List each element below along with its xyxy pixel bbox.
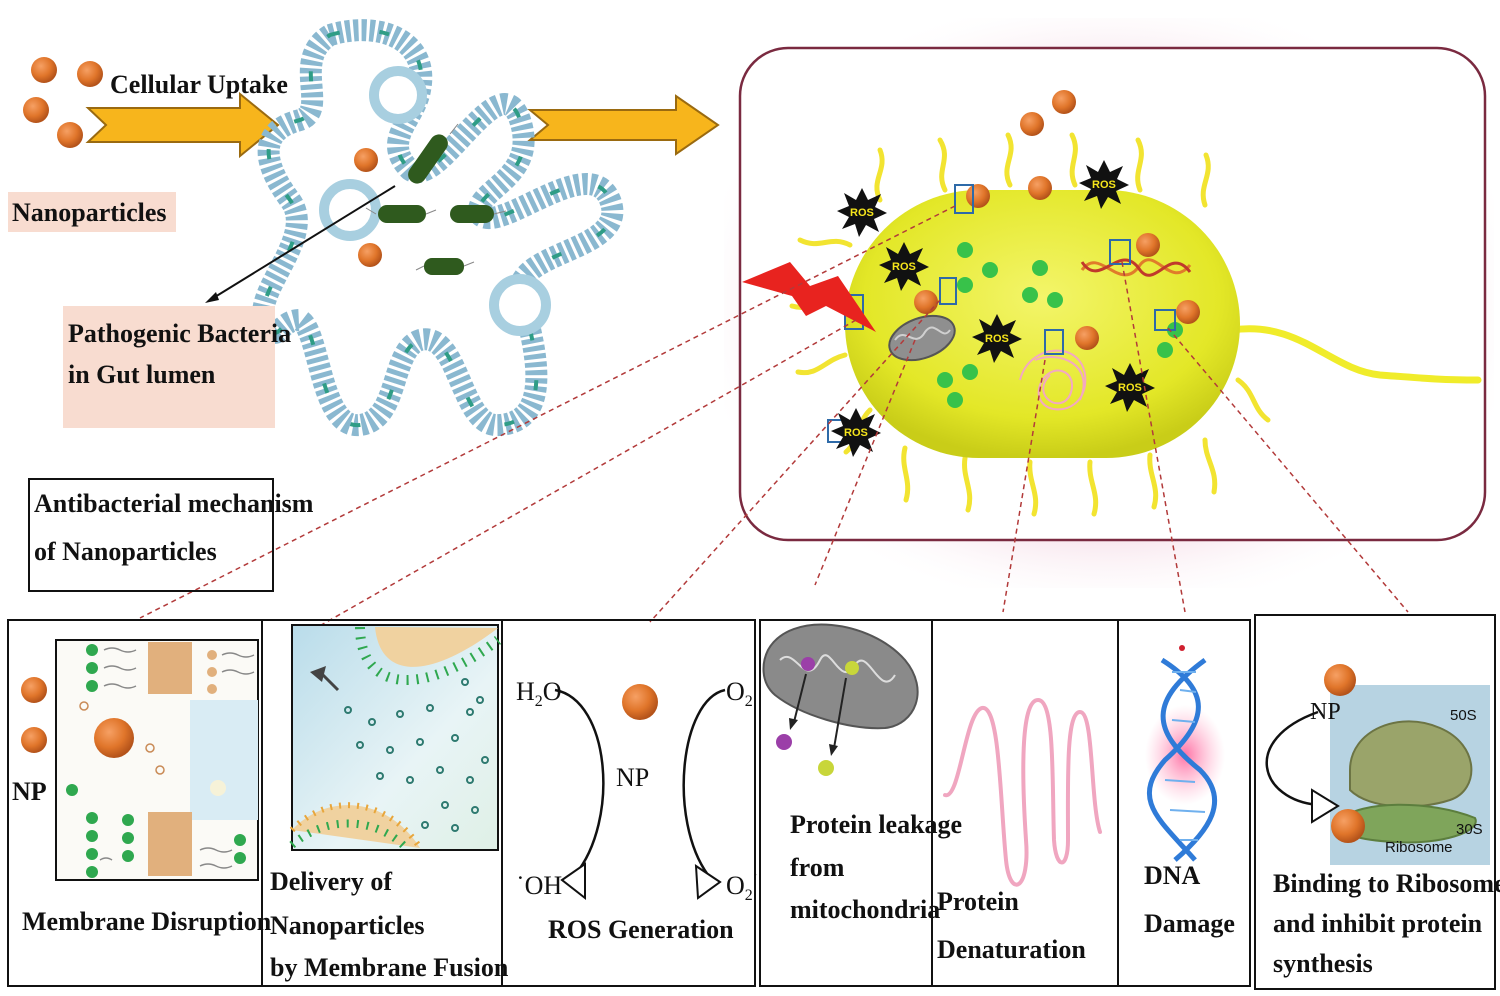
svg-text:ROS: ROS [844,427,868,439]
to-cell-arrow [527,94,720,156]
o2-label: O2 [726,677,753,711]
ros-star: ROS [1079,160,1129,209]
ros-generation-caption: ROS Generation [548,915,734,944]
ros-star: ROS [1105,363,1155,412]
ros-star: ROS [879,242,929,291]
ribosome-caption-line1: Binding to Ribosomes [1273,869,1500,898]
mitochondrion-small [888,314,956,362]
svg-text:ROS: ROS [892,261,916,273]
dna-illustration [1145,645,1225,862]
pathogenic-bacteria-line2: in Gut lumen [68,360,216,389]
ribosome-caption-line3: synthesis [1273,949,1373,978]
ribosome-30s-label: 30S [1456,821,1483,838]
denatured-protein-illustration [943,697,1102,887]
mito-caption-line1: Protein leakage [790,810,963,839]
lightning-bolt [742,262,876,332]
ros-star: ROS [972,314,1022,363]
ros-generation-illustration [554,684,726,901]
green-granules [937,242,1183,408]
ribosome-np-label: NP [1310,699,1341,725]
cellular-uptake-label: Cellular Uptake [110,70,288,99]
hydroxyl-label: ˙OH [516,871,563,900]
denaturation-caption-line1: Protein [937,887,1019,916]
delivery-caption-line1: Delivery of [270,867,393,896]
ribosome-illustration [1265,664,1490,865]
denaturation-caption-line2: Denaturation [937,935,1086,964]
nanoparticles-label-box [8,192,176,232]
mito-caption-line3: mitochondria [790,895,941,924]
panel-frames [7,614,1496,990]
pointer-line [209,185,396,301]
superoxide-label: O2˙ [726,871,759,905]
membrane-disruption-illustration [21,639,259,881]
gut-lumen-illustration [252,19,624,436]
membrane-disruption-caption: Membrane Disruption [22,907,272,936]
delivery-caption-line3: by Membrane Fusion [270,953,509,982]
np-center-label: NP [616,763,650,792]
nanoparticles-label: Nanoparticles [12,198,167,227]
ribosome-caption-line2: and inhibit protein [1273,909,1483,938]
free-nanoparticles [23,57,103,148]
uptake-arrow [85,91,280,159]
mechanism-title-box [28,478,274,592]
svg-text:ROS: ROS [850,207,874,219]
svg-text:ROS: ROS [1118,382,1142,394]
ribosome-50s-label: 50S [1450,707,1477,724]
protein-tangle [1019,349,1087,411]
delivery-caption-line2: Nanoparticles [270,911,425,940]
ros-star: ROS [837,188,887,237]
pathogenic-bacteria-box [63,306,275,428]
mitochondria-illustration [762,623,919,776]
ribosome-label: Ribosome [1385,839,1453,856]
bacterial-dna [1080,258,1192,277]
svg-text:ROS: ROS [985,333,1009,345]
h2o-label: H2O [516,677,562,711]
callout-lines [139,205,1409,641]
mito-caption-line2: from [790,853,845,882]
ros-star: ROS [831,408,881,457]
svg-text:ROS: ROS [1092,179,1116,191]
dna-caption-line1: DNA [1144,861,1201,890]
membrane-fusion-illustration [289,624,502,851]
mechanism-title-line1: Antibacterial mechanism [34,489,314,518]
dna-caption-line2: Damage [1144,909,1235,938]
np-label: NP [12,777,47,806]
pathogenic-bacteria-line1: Pathogenic Bacteria [68,319,292,348]
mechanism-title-line2: of Nanoparticles [34,537,217,566]
